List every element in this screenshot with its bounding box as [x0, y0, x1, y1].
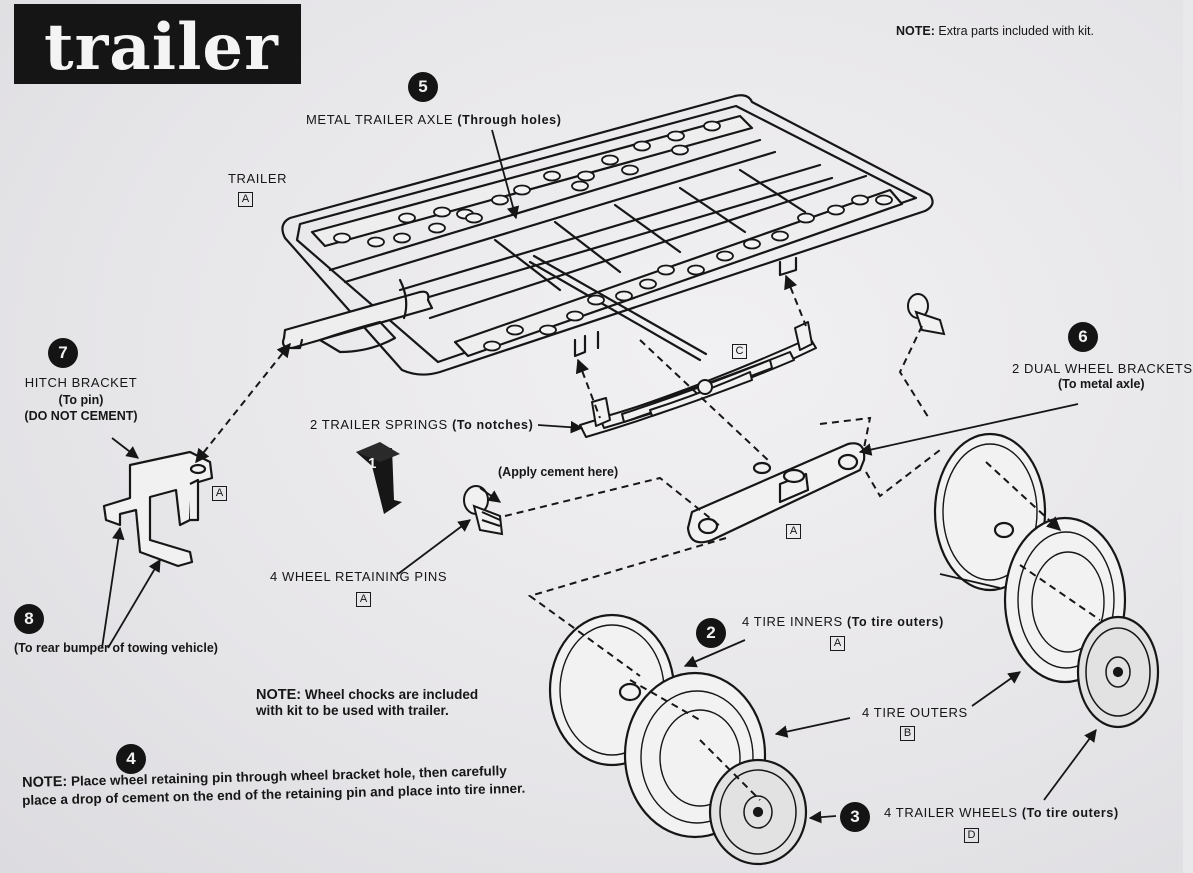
- step-7-badge: 7: [48, 338, 78, 368]
- brackets-label-main: 2 DUAL WHEEL BRACKETS: [1012, 361, 1193, 376]
- springs-part-letter: C: [732, 344, 747, 359]
- rail-holes: [333, 120, 893, 352]
- wheels-label-sub: (To tire outers): [1021, 806, 1119, 820]
- hitch-label-sub1: (To pin): [58, 393, 104, 407]
- axle-label-main: METAL TRAILER AXLE: [306, 112, 454, 127]
- springs-label: 2 TRAILER SPRINGS (To notches): [310, 417, 534, 433]
- tire-outers-label: 4 TIRE OUTERS: [862, 705, 968, 720]
- step-1-label: 1: [368, 455, 377, 472]
- apply-cement-label: (Apply cement here): [498, 465, 619, 479]
- leader-arrows: [101, 129, 1097, 824]
- wheels-label: 4 TRAILER WHEELS (To tire outers): [884, 805, 1119, 821]
- assembly-guides: [195, 274, 1101, 801]
- chocks-note-text1: Wheel chocks are included: [304, 687, 479, 702]
- wheels-part-letter: D: [964, 828, 979, 843]
- chocks-note-line1: NOTE: Wheel chocks are included: [256, 687, 479, 704]
- springs-label-main: 2 TRAILER SPRINGS: [310, 417, 448, 432]
- pins-label: 4 WHEEL RETAINING PINS: [270, 569, 448, 584]
- step-3-badge: 3: [840, 802, 870, 832]
- rear-bumper-label: (To rear bumper of towing vehicle): [14, 641, 218, 655]
- leaf-spring: [579, 321, 817, 438]
- top-note-text: Extra parts included with kit.: [938, 24, 1094, 38]
- step-8-badge: 8: [14, 604, 44, 634]
- hitch-label-sub2: (DO NOT CEMENT): [24, 409, 138, 423]
- step-2-badge: 2: [696, 618, 726, 648]
- page-title: trailer: [44, 10, 279, 85]
- brackets-label-sub: (To metal axle): [1058, 377, 1145, 391]
- wheels-label-main: 4 TRAILER WHEELS: [884, 805, 1018, 820]
- step-1-arrow: [356, 442, 402, 514]
- retaining-pin-top: [907, 293, 946, 336]
- retaining-pin-part: [463, 485, 504, 536]
- tire-inners-part-letter: A: [830, 636, 845, 651]
- dual-wheel-bracket-part: [686, 442, 866, 544]
- chocks-note-line2: with kit to be used with trailer.: [256, 703, 449, 718]
- top-note-prefix: NOTE:: [896, 24, 935, 38]
- step-4-badge: 4: [116, 744, 146, 774]
- tire-inners-label-sub: (To tire outers): [846, 615, 944, 629]
- bracket-part-letter: A: [786, 524, 801, 539]
- hitch-bracket-part: [102, 450, 214, 568]
- title-banner: trailer: [14, 4, 301, 85]
- wheel-set-left: [548, 613, 808, 866]
- pin-note-prefix: NOTE:: [21, 773, 68, 791]
- top-note: NOTE: Extra parts included with kit.: [896, 24, 1094, 39]
- step-5-badge: 5: [408, 72, 438, 102]
- step-6-badge: 6: [1068, 322, 1098, 352]
- pins-part-letter: A: [356, 592, 371, 607]
- axle-label: METAL TRAILER AXLE (Through holes): [306, 112, 562, 128]
- springs-label-sub: (To notches): [452, 418, 534, 432]
- hitch-label-main: HITCH BRACKET: [24, 375, 138, 390]
- trailer-part-letter: A: [238, 192, 253, 207]
- axle-label-sub: (Through holes): [457, 113, 562, 127]
- trailer-label: TRAILER: [228, 171, 288, 186]
- trailer-frame: [281, 94, 934, 376]
- tire-outers-part-letter: B: [900, 726, 915, 741]
- tire-inners-label: 4 TIRE INNERS (To tire outers): [742, 614, 944, 630]
- hitch-part-letter: A: [212, 486, 227, 501]
- tire-inners-label-main: 4 TIRE INNERS: [742, 614, 843, 629]
- chocks-note-prefix: NOTE:: [256, 687, 302, 703]
- wheel-set-right: [933, 432, 1160, 729]
